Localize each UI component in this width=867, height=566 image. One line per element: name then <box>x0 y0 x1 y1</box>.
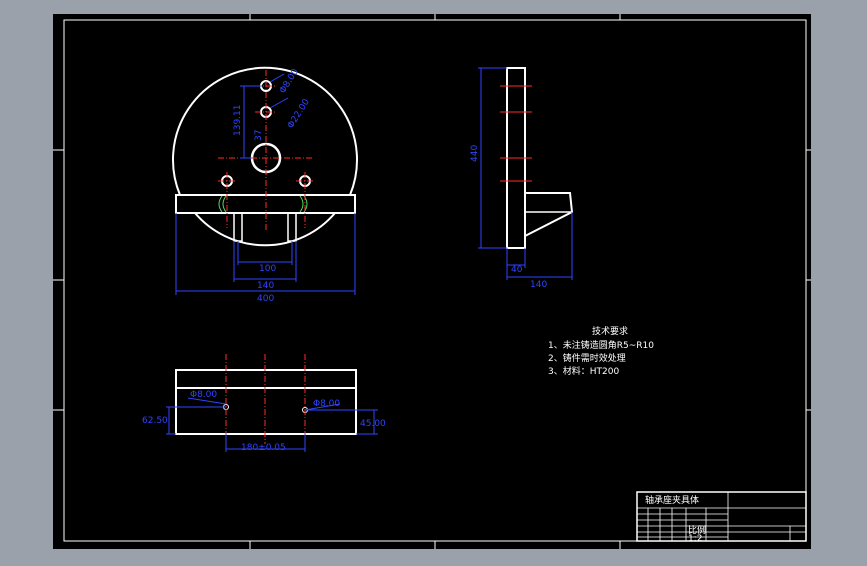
side-dim-lines <box>478 67 573 280</box>
hatch-marks <box>218 195 308 213</box>
notes-title: 技术要求 <box>592 325 628 337</box>
border-ticks <box>53 14 811 549</box>
title-block-grid <box>637 492 806 541</box>
front-view: Φ8.00 Φ22.00 139.11 37 100 140 400 <box>172 66 358 304</box>
top-outline <box>175 369 357 435</box>
sheet-background <box>53 14 811 549</box>
dim-small-front: 37 <box>254 130 264 141</box>
side-centerlines <box>500 85 532 182</box>
dim-side-thickness: 40 <box>511 265 523 275</box>
notes-line-2: 2、铸件需时效处理 <box>548 352 626 364</box>
title-block: 轴承座夹具体 比例 1:2 <box>636 491 807 544</box>
technical-notes: 技术要求 1、未注铸造圆角R5~R10 2、铸件需时效处理 3、材料：HT200 <box>548 325 654 377</box>
side-gusset <box>524 192 574 237</box>
top-centerlines <box>225 354 306 444</box>
dim-side-height: 440 <box>470 145 480 162</box>
title-block-scale-label: 比例 <box>688 524 706 536</box>
dim-inner-width: 100 <box>259 264 276 274</box>
front-dim-lines <box>175 73 356 295</box>
side-view: 440 40 140 <box>470 67 574 290</box>
front-circle-lower <box>194 212 336 247</box>
notes-line-1: 1、未注铸造圆角R5~R10 <box>548 339 654 351</box>
top-dim-lines <box>166 397 378 452</box>
dim-top-hole-left-dia: Φ8.00 <box>190 390 217 400</box>
dim-top-right-offset: 45.00 <box>360 419 386 429</box>
dim-height-front: 139.11 <box>233 105 243 137</box>
title-block-frame <box>636 491 807 542</box>
notes-line-3: 3、材料：HT200 <box>548 365 619 377</box>
front-circle-upper <box>172 66 358 196</box>
dim-base-width: 140 <box>257 281 274 291</box>
title-block-part-name: 轴承座夹具体 <box>645 494 699 506</box>
dim-top-center-span: 180±0.05 <box>241 443 286 453</box>
title-block-scale-value: 1:2 <box>688 534 702 544</box>
dim-overall-width: 400 <box>257 294 274 304</box>
top-view: Φ8.00 Φ8.00 62.50 45.00 180±0.05 <box>142 354 386 453</box>
dim-top-left-offset: 62.50 <box>142 416 168 426</box>
dim-side-base-depth: 140 <box>530 280 547 290</box>
dim-top-hole-right-dia: Φ8.00 <box>313 399 340 409</box>
